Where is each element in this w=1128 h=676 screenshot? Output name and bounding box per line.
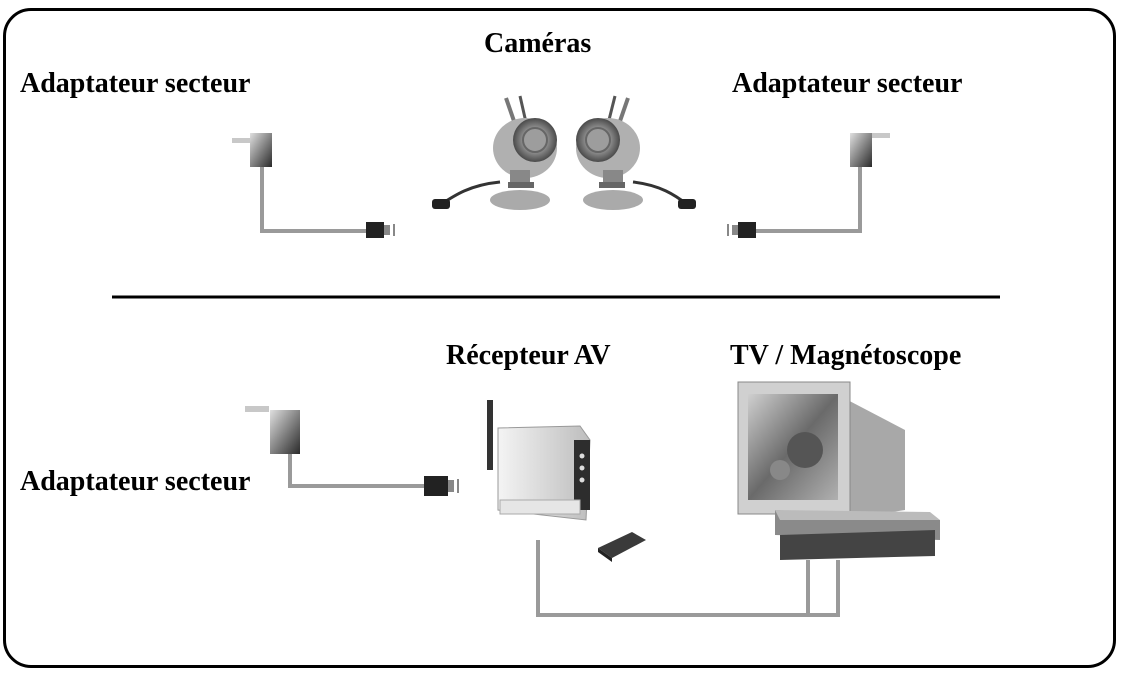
power-adapter-label-bottom: Adaptateur secteur (20, 466, 251, 497)
power-cable-top-right (756, 167, 862, 233)
camera-right-icon (576, 95, 696, 210)
diagram-frame (3, 8, 1116, 668)
tv-vcr-label: TV / Magnétoscope (730, 340, 962, 371)
dc-plug-bottom (424, 476, 459, 496)
receiver-label: Récepteur AV (446, 340, 611, 371)
av-cable-receiver-to-tv (536, 540, 840, 617)
power-adapter-icon-top-left (232, 133, 272, 167)
power-adapter-icon-top-right (850, 133, 890, 167)
dc-plug-top-left (366, 222, 395, 238)
dc-plug-top-right (727, 222, 756, 238)
power-adapter-label-top-left: Adaptateur secteur (20, 68, 251, 99)
power-cable-top-left (260, 167, 366, 233)
camera-left-icon (432, 95, 557, 210)
tv-vcr-icon (737, 381, 940, 560)
cameras-label: Caméras (484, 28, 592, 59)
av-receiver-icon (487, 400, 591, 521)
power-adapter-label-top-right: Adaptateur secteur (732, 68, 963, 99)
power-adapter-icon-bottom (245, 406, 300, 454)
power-cable-bottom (288, 454, 424, 488)
remote-control-icon (598, 532, 646, 562)
